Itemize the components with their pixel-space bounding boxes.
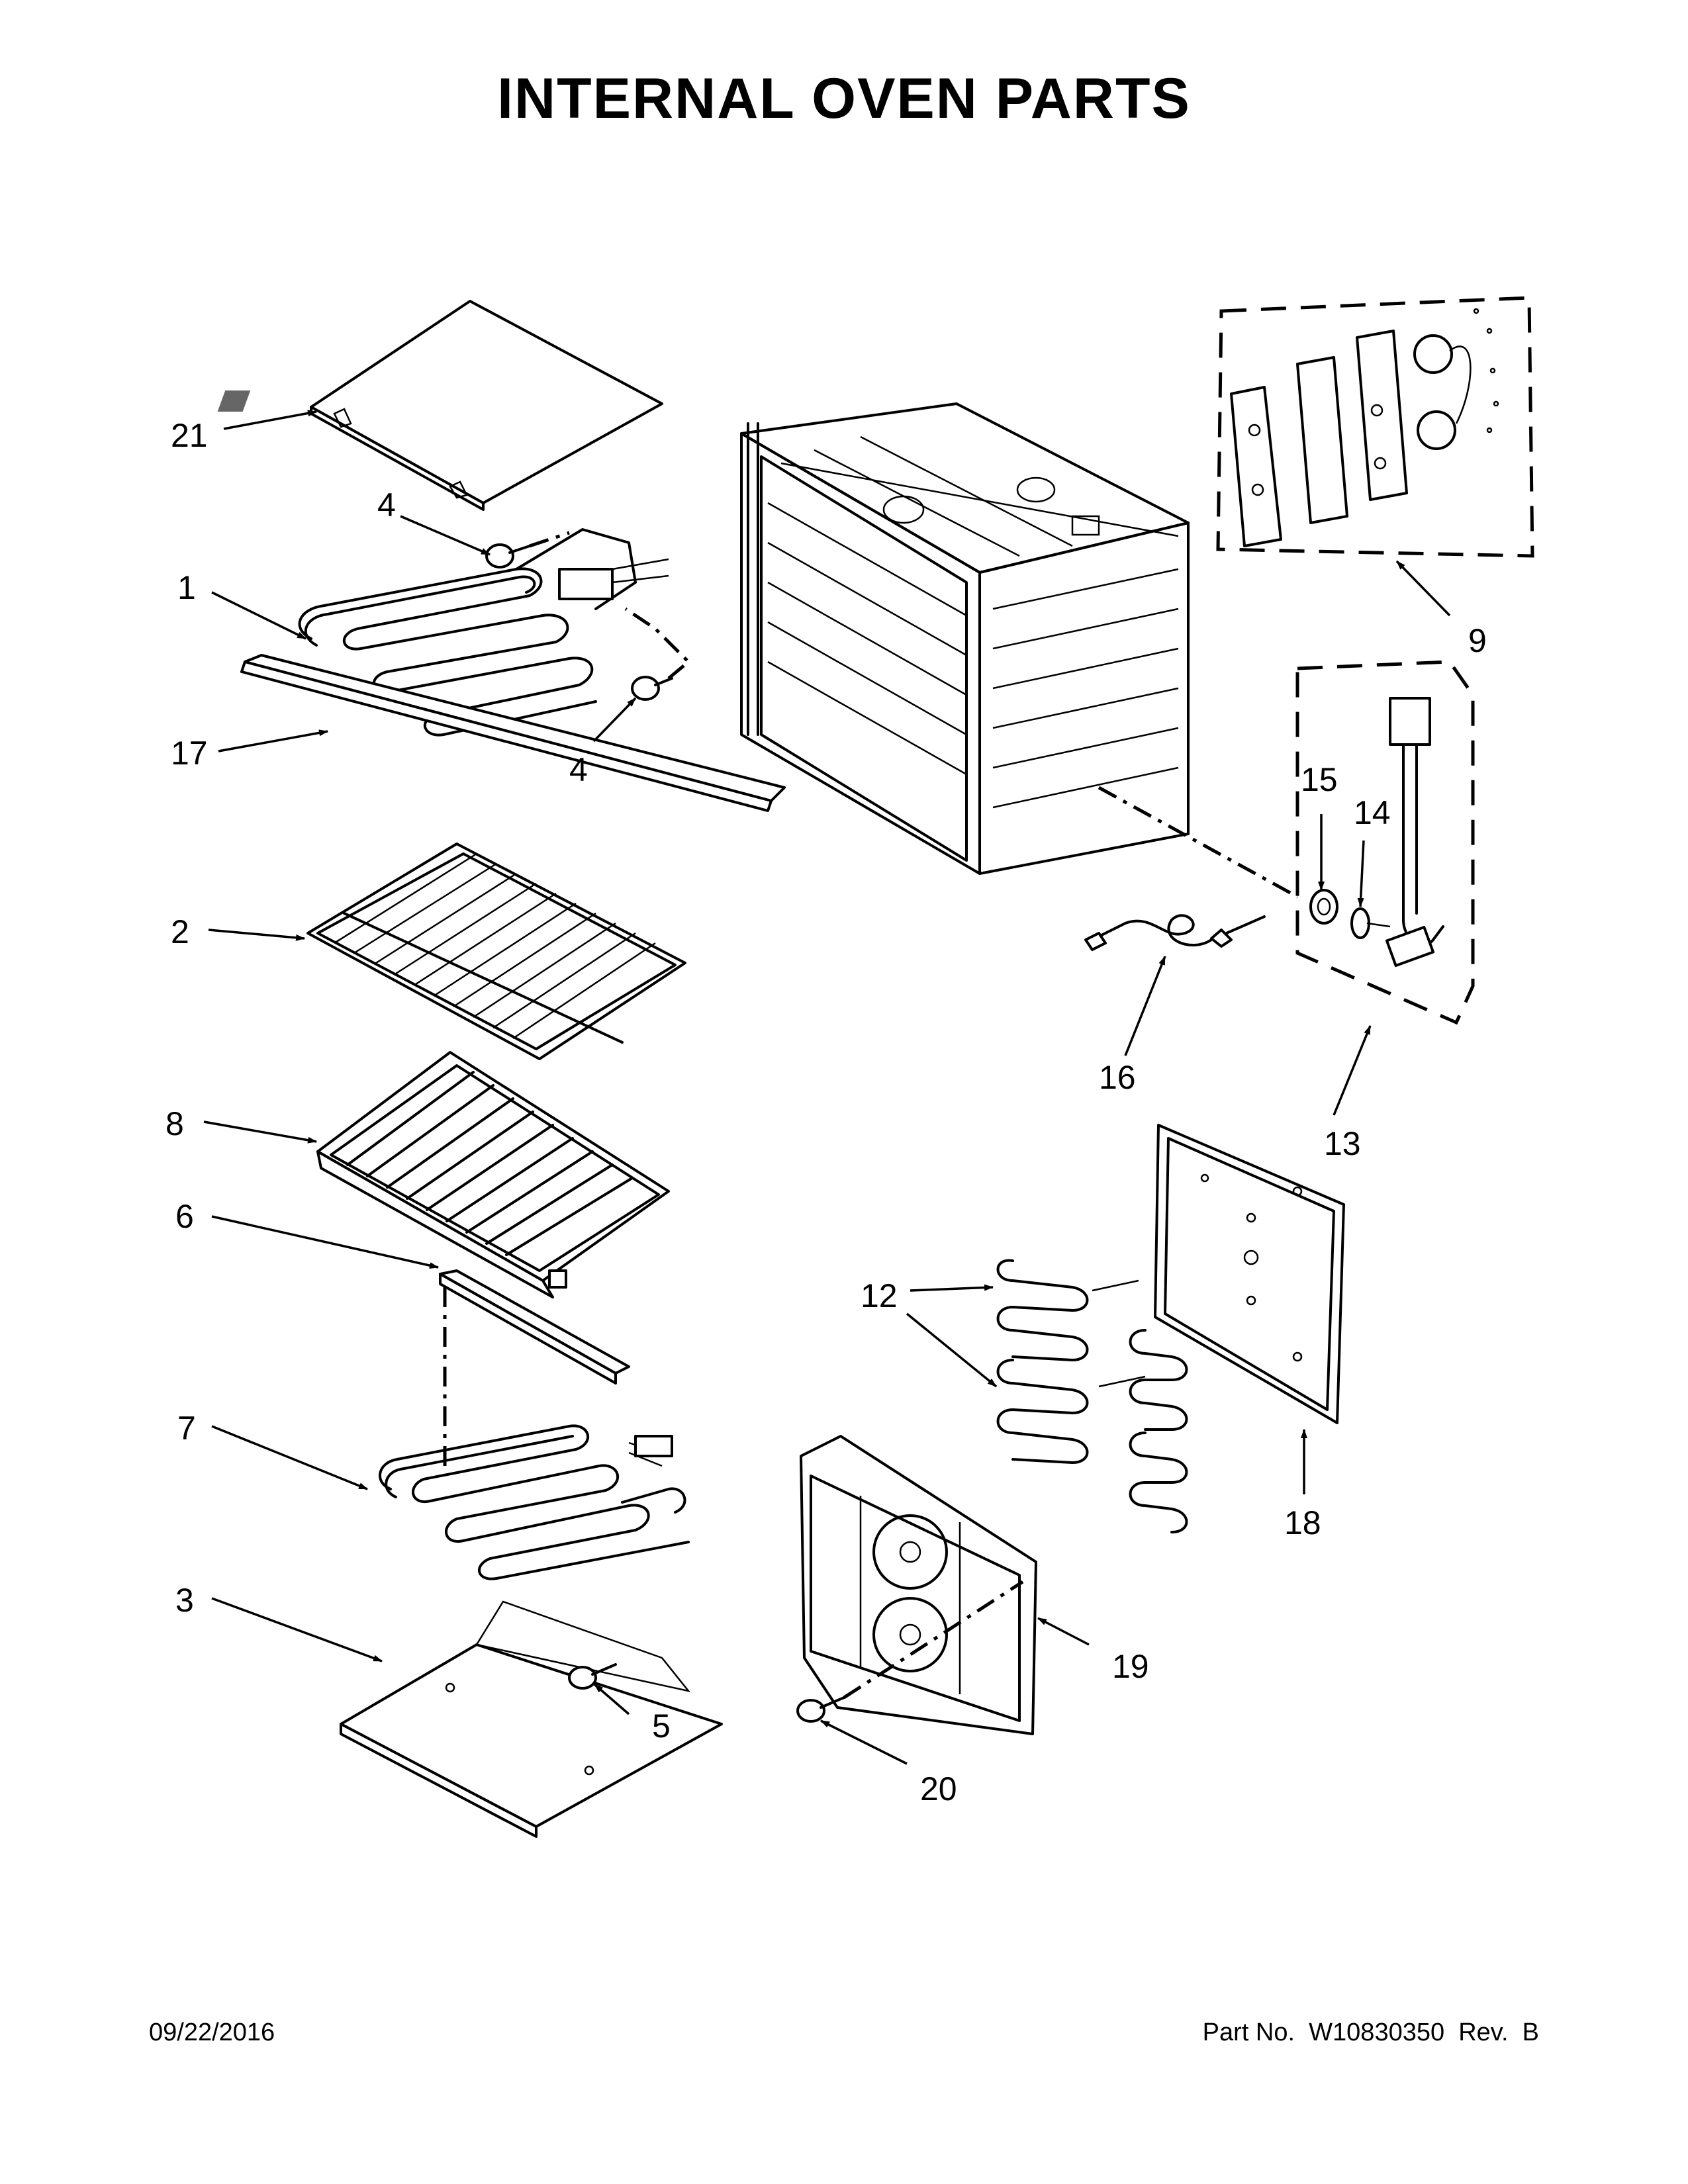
part-21-top-panel[interactable] — [217, 300, 663, 511]
part-6-trim-strip[interactable] — [439, 1269, 630, 1473]
callout-17: 17 — [171, 735, 208, 772]
callout-16: 16 — [1099, 1059, 1136, 1096]
callout-2: 2 — [171, 913, 189, 950]
part-3-bottom-panel[interactable] — [340, 1600, 723, 1838]
callout-19: 19 — [1112, 1648, 1149, 1685]
callout-7: 7 — [177, 1410, 196, 1447]
part-5-screw[interactable] — [568, 1663, 617, 1690]
callout-15: 15 — [1301, 761, 1338, 798]
part-14-washer[interactable] — [1350, 907, 1391, 939]
part-12-convection-elements[interactable] — [996, 1259, 1188, 1533]
part-4-screw-upper[interactable] — [485, 531, 570, 569]
callout-4-upper: 4 — [377, 486, 396, 523]
part-15-nut[interactable] — [1309, 889, 1338, 925]
callout-14: 14 — [1354, 794, 1391, 831]
part-8-rollout-rack[interactable] — [316, 1051, 670, 1298]
part-19-convection-fan[interactable] — [800, 1435, 1037, 1735]
footer-date: 09/22/2016 — [149, 2019, 275, 2046]
part-1-broil-element[interactable] — [298, 528, 669, 737]
callout-12: 12 — [861, 1277, 898, 1314]
callout-21: 21 — [171, 417, 208, 454]
callout-6: 6 — [175, 1198, 194, 1235]
part-4-screw-lower[interactable] — [624, 607, 691, 701]
part-2-oven-rack[interactable] — [306, 842, 686, 1060]
callout-5: 5 — [652, 1707, 671, 1745]
callout-20: 20 — [920, 1770, 957, 1807]
part-13-door-lock-assembly[interactable] — [1295, 660, 1475, 1025]
callout-1: 1 — [177, 569, 196, 606]
oven-cavity — [740, 402, 1299, 899]
part-16-meat-probe[interactable] — [1084, 914, 1266, 951]
part-17-trim[interactable] — [240, 654, 786, 812]
callout-4-lower: 4 — [569, 751, 588, 788]
callout-labels: 21 4 1 4 17 2 8 6 7 3 5 9 15 14 13 16 12… — [165, 417, 1487, 1807]
part-7-bake-element[interactable] — [379, 1424, 690, 1580]
callout-18: 18 — [1284, 1504, 1321, 1541]
leader-lines — [203, 410, 1451, 1765]
footer-part-number: Part No. W10830350 Rev. B — [1202, 2019, 1539, 2046]
page-title: INTERNAL OVEN PARTS — [497, 67, 1191, 130]
callout-3: 3 — [175, 1582, 194, 1619]
callout-8: 8 — [165, 1105, 184, 1142]
callout-13: 13 — [1324, 1125, 1361, 1162]
part-9-control-boards[interactable] — [1216, 296, 1534, 558]
part-20-screw[interactable] — [796, 1580, 1024, 1723]
part-18-back-panel[interactable] — [1154, 1124, 1345, 1424]
callout-9: 9 — [1468, 622, 1487, 659]
